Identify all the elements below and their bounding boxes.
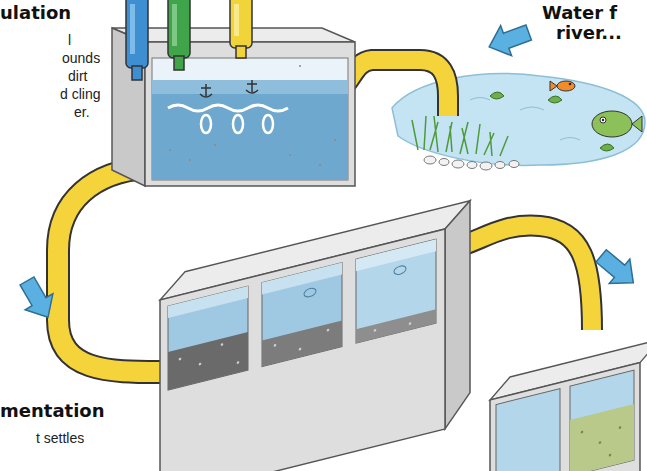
tank-front (145, 42, 355, 186)
tank-side (445, 201, 470, 429)
flow-arrow (591, 244, 644, 296)
river-water (392, 74, 645, 166)
chamber (168, 286, 248, 390)
description-text: ounds (62, 50, 100, 66)
pipe-outline (58, 168, 160, 372)
description-text: er. (74, 104, 90, 120)
grass (412, 116, 508, 156)
chemical-bottle (168, 0, 190, 70)
tank-glass (152, 58, 348, 180)
description-text: dirt (68, 68, 87, 84)
sediment-dots (179, 296, 412, 383)
mixing-wave (168, 105, 288, 111)
filtration-tanks (490, 340, 647, 471)
chemical-bottle (230, 0, 252, 58)
description-text: l (68, 32, 71, 48)
flow-arrow (484, 17, 534, 61)
water-surface (152, 80, 348, 94)
pebbles (424, 156, 519, 170)
green-fish (592, 111, 642, 137)
chemical-symbol (200, 80, 258, 97)
flow-arrow (13, 273, 62, 325)
chemical-bottle (126, 0, 148, 80)
description-text: d cling (60, 86, 100, 102)
sedimentation-tanks (160, 201, 470, 471)
pipe (58, 168, 160, 372)
small-fish (550, 81, 575, 91)
grit-dots (169, 59, 336, 166)
chamber (356, 239, 436, 343)
ripple (470, 98, 580, 141)
stage-heading: river... (556, 22, 622, 43)
chamber (262, 263, 342, 367)
description-text: t settles (36, 430, 84, 446)
tank-water (152, 80, 348, 180)
stage-heading: Water f (542, 2, 617, 23)
bubbles (201, 115, 273, 133)
river (392, 74, 645, 170)
stage-heading: ulation (0, 2, 71, 23)
stage-heading: mentation (0, 400, 104, 421)
tank-front (160, 229, 445, 471)
